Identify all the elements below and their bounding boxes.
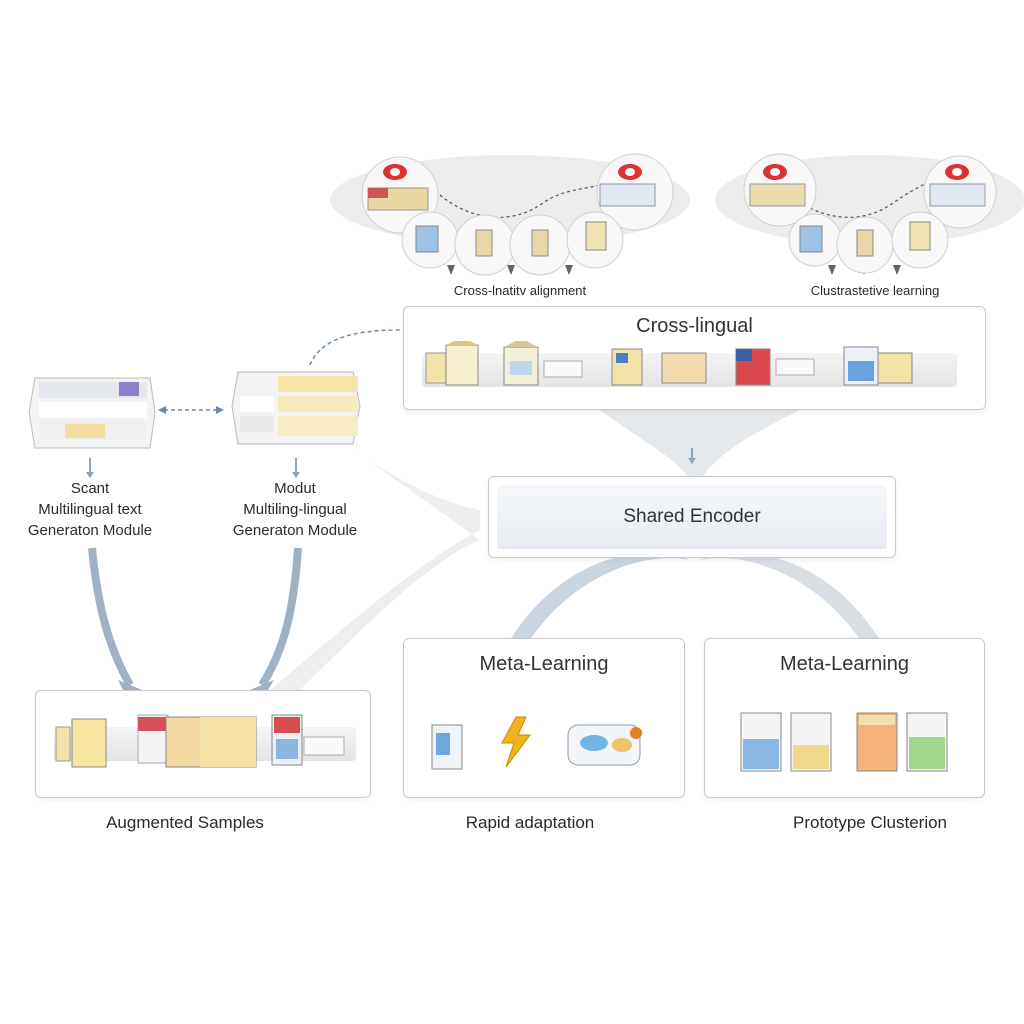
- augmented-samples-caption: Augmented Samples: [106, 813, 264, 832]
- flow-to-encoder: [600, 410, 800, 480]
- modut-module-label: Modut Multiling-lingual Generaton Module: [215, 478, 375, 541]
- rapid-adaptation-icons: [431, 716, 642, 770]
- prototype-cluster-icons: [740, 712, 948, 772]
- modut-line3: Generaton Module: [232, 522, 358, 539]
- scant-module-icon: [28, 377, 156, 449]
- alignment-network-graphic: [361, 153, 674, 276]
- augmented-samples-box: [35, 690, 371, 798]
- modut-line1: Modut: [274, 480, 316, 497]
- shared-encoder-box: Shared Encoder: [488, 476, 896, 558]
- scant-line2: Multilingual text: [38, 501, 142, 518]
- meta-learning-rapid-box: Meta-Learning: [403, 638, 685, 798]
- contrastive-network-graphic: [743, 153, 997, 274]
- augmented-sample-icons: [55, 714, 345, 768]
- meta-learning-prototype-title: Meta-Learning: [780, 653, 909, 675]
- flow-arc-left: [510, 552, 690, 640]
- prototype-clusterion-caption: Prototype Clusterion: [792, 813, 948, 832]
- scant-line3: Generaton Module: [27, 522, 153, 539]
- alignment-caption: Cross-lnatitv alignment: [453, 283, 587, 298]
- meta-learning-prototype-box: Meta-Learning: [704, 638, 985, 798]
- cross-lingual-box: Cross-lingual: [403, 306, 986, 410]
- arrow-modut-to-augmented: [258, 547, 302, 688]
- modut-module-icon: [231, 371, 361, 445]
- rapid-adaptation-caption: Rapid adaptation: [465, 813, 595, 832]
- arrow-scant-to-augmented: [88, 547, 134, 687]
- meta-learning-rapid-title: Meta-Learning: [479, 653, 609, 675]
- contrastive-caption: Clustrastetive learning: [810, 283, 940, 298]
- language-document-icons: [425, 341, 913, 386]
- scant-line1: Scant: [70, 480, 110, 497]
- shared-encoder-label: Shared Encoder: [623, 506, 761, 527]
- scant-module-label: Scant Multilingual text Generaton Module: [15, 478, 165, 541]
- flow-arc-right: [700, 552, 880, 640]
- modut-line2: Multiling-lingual: [243, 501, 347, 518]
- dashed-link-to-crosslingual: [309, 329, 401, 366]
- cross-lingual-title: Cross-lingual: [636, 315, 753, 337]
- flow-band-left: [270, 440, 480, 690]
